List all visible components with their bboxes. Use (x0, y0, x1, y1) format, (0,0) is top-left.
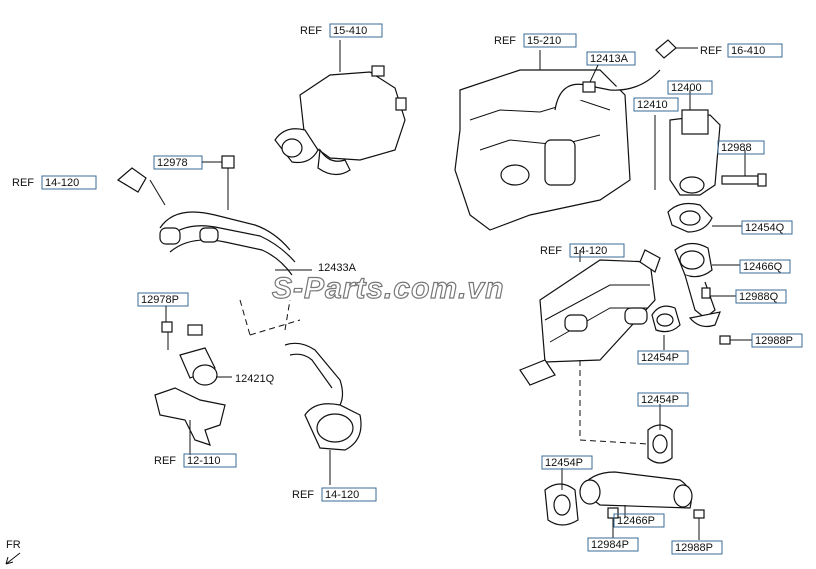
ref-code: 14-120 (45, 177, 79, 189)
egr-pipe-upper (554, 39, 698, 111)
part-label-12466p: 12466P (613, 513, 665, 528)
part-label-12410: 12410 (633, 97, 679, 112)
part-label-12988q: 12988Q (735, 289, 787, 304)
ref-code: 15-210 (527, 35, 561, 47)
part-label-12413a: 12413A (586, 51, 636, 83)
part-label-12433a: 12433A (318, 262, 357, 274)
ref-label-14-120-bottom: REF 14-120 (292, 487, 377, 502)
ref-code: 14-120 (573, 245, 607, 257)
part-label-12454p-c: 12454P (541, 455, 593, 470)
part-label-12466q: 12466Q (739, 259, 791, 274)
ref-label-15-410: REF 15-410 (300, 23, 383, 38)
svg-text:12421Q: 12421Q (235, 373, 275, 385)
egr-pipe-lower (284, 342, 362, 485)
front-direction-indicator: FR (5, 539, 21, 565)
part-label-12421q: 12421Q (235, 373, 275, 385)
svg-text:12454Q: 12454Q (745, 222, 785, 234)
bolt-12988q (701, 287, 736, 299)
svg-text:12410: 12410 (637, 99, 668, 111)
svg-text:12984P: 12984P (591, 539, 629, 551)
ref-label-12-110: REF 12-110 (154, 453, 237, 468)
part-label-12988: 12988 (717, 140, 765, 155)
svg-text:12454P: 12454P (545, 457, 583, 469)
part-label-12988p-a: 12988P (751, 333, 803, 348)
gasket-12454p-a (651, 305, 681, 350)
svg-text:12978: 12978 (157, 157, 188, 169)
svg-text:12466Q: 12466Q (743, 261, 783, 273)
svg-text:12988Q: 12988Q (739, 291, 779, 303)
ref-prefix: REF (540, 245, 562, 257)
part-label-12454p-a: 12454P (637, 350, 689, 365)
ref-code: 15-410 (333, 25, 367, 37)
part-label-12454p-b: 12454P (637, 392, 689, 407)
svg-text:12413A: 12413A (590, 53, 629, 65)
arrow-icon (5, 552, 21, 565)
fr-label: FR (6, 539, 21, 551)
gasket-12454p-b (647, 404, 673, 464)
svg-text:12988P: 12988P (675, 542, 713, 554)
bracket-part (154, 387, 226, 455)
egr-cooler (519, 249, 661, 386)
part-label-12978p: 12978P (137, 292, 189, 322)
svg-text:12978P: 12978P (141, 294, 179, 306)
nut-12984p (607, 507, 619, 538)
ref-prefix: REF (300, 25, 322, 37)
svg-text:12454P: 12454P (641, 394, 679, 406)
svg-text:12454P: 12454P (641, 352, 679, 364)
ref-label-14-120-left: REF 14-120 (12, 175, 97, 190)
ref-prefix: REF (154, 455, 176, 467)
ref-code: 16-410 (731, 45, 765, 57)
part-label-12988p-b: 12988P (671, 540, 723, 555)
ref-label-15-210: REF 15-210 (494, 33, 577, 48)
part-label-12978: 12978 (153, 155, 222, 170)
bolt-12988p-b (693, 509, 705, 540)
part-label-12400: 12400 (667, 80, 713, 95)
ref-prefix: REF (292, 489, 314, 501)
svg-text:12988P: 12988P (755, 335, 793, 347)
pipe-12466p (579, 471, 693, 518)
gasket-12454p-c (544, 468, 579, 526)
egr-valve (654, 90, 721, 196)
svg-text:12988: 12988 (721, 142, 752, 154)
watermark-text: S-Parts.com.vn (272, 272, 504, 305)
ref-prefix: REF (700, 45, 722, 57)
ref-code: 12-110 (187, 455, 220, 467)
ref-label-14-120-right: REF 14-120 (540, 243, 625, 258)
pipe-12466q (674, 242, 740, 328)
bolt-12988 (721, 150, 767, 187)
hose-assembly (116, 155, 312, 276)
part-label-12984p: 12984P (587, 537, 639, 552)
svg-text:12400: 12400 (671, 82, 702, 94)
gasket-12454q (667, 202, 742, 233)
cylinder-head-part (454, 50, 631, 231)
svg-text:12433A: 12433A (318, 262, 357, 274)
ref-code: 14-120 (325, 489, 359, 501)
bolt-12988p-a (719, 335, 752, 345)
solenoid-valve (161, 321, 232, 386)
ref-prefix: REF (12, 177, 34, 189)
part-label-12454q: 12454Q (741, 220, 793, 235)
alternator-part (274, 40, 407, 176)
ref-prefix: REF (494, 35, 516, 47)
ref-label-16-410: REF 16-410 (700, 43, 783, 58)
svg-text:12466P: 12466P (617, 515, 655, 527)
